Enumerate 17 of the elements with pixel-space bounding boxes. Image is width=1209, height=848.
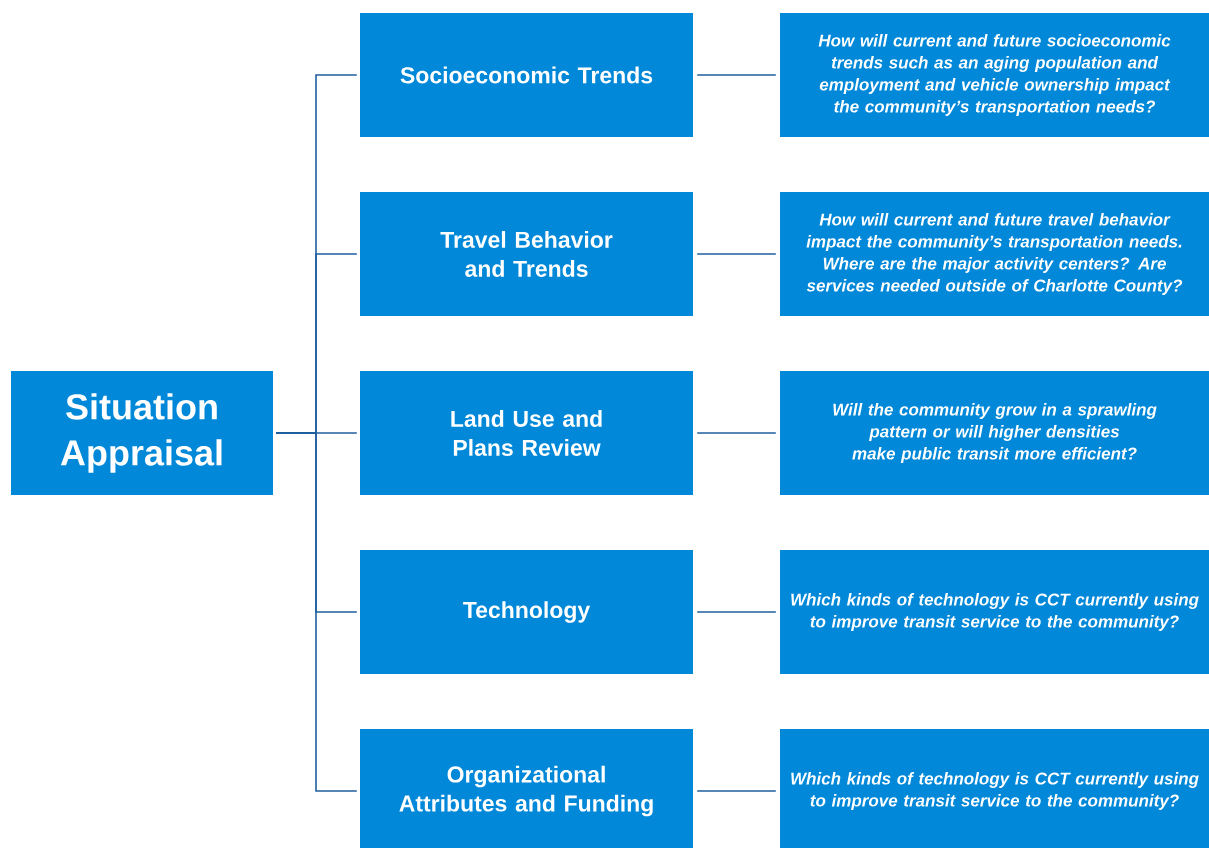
category-box: Land Use and Plans Review (360, 371, 693, 495)
topic-box: Situation Appraisal (11, 371, 273, 495)
question-box: How will current and future socioeconomic trends such as an aging population and employment and vehicle ownership impact the community’s transportation needs? (780, 13, 1209, 137)
question-box: Will the community grow in a sprawling pattern or will higher densities make public transit more efficient? (780, 371, 1209, 495)
question-box: Which kinds of technology is CCT currently using to improve transit service to the community? (780, 550, 1209, 674)
category-box: Organizational Attributes and Funding (360, 729, 693, 848)
connector-line (275, 432, 358, 792)
category-box: Socioeconomic Trends (360, 13, 693, 137)
connector-line (696, 790, 777, 792)
connector-line (696, 74, 777, 76)
question-box: How will current and future travel behavior impact the community’s transportation needs. Where are the major activity centers? Are services needed outside of Charlotte County? (780, 192, 1209, 316)
connector-line (696, 253, 777, 255)
category-box: Travel Behavior and Trends (360, 192, 693, 316)
category-box: Technology (360, 550, 693, 674)
connector-line (696, 611, 777, 613)
connector-line (696, 432, 777, 434)
question-box: Which kinds of technology is CCT currently using to improve transit service to the community? (780, 729, 1209, 848)
